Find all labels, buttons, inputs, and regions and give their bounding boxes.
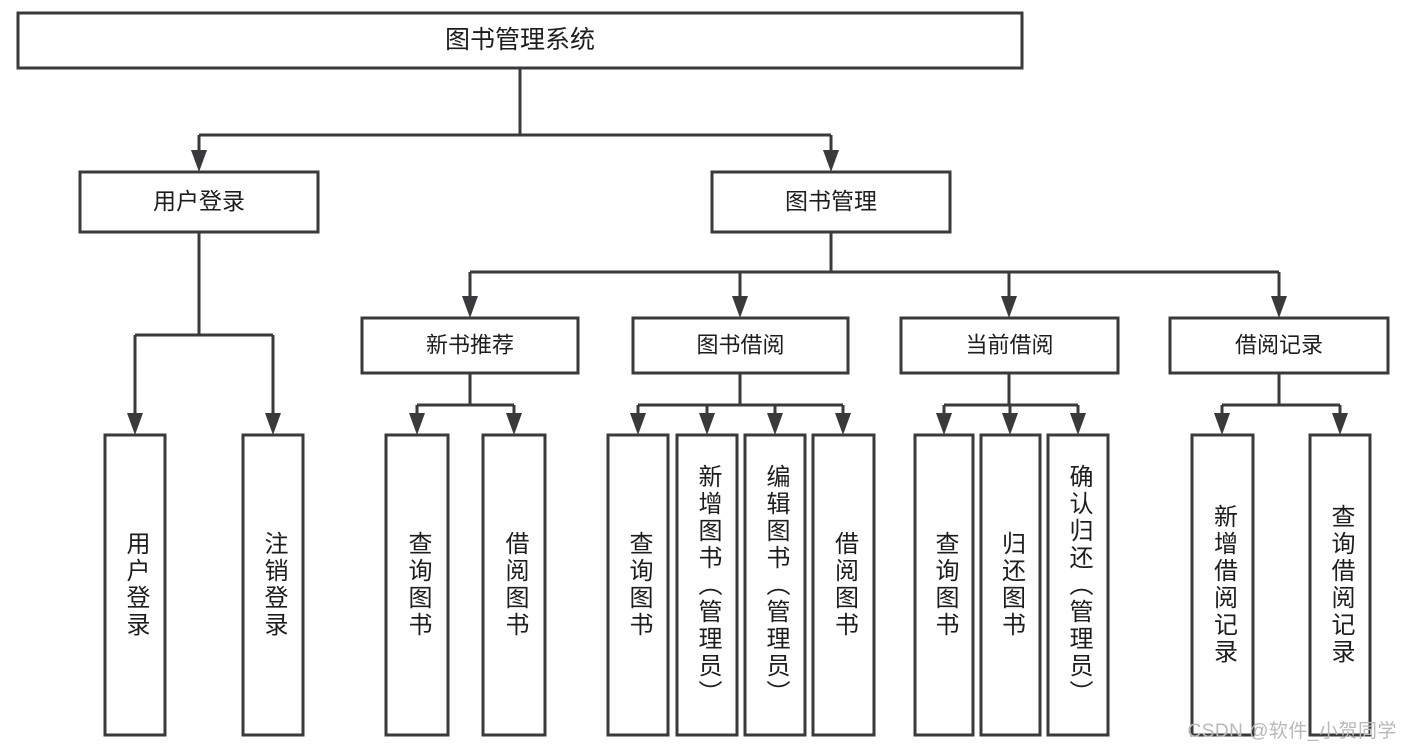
node-leaf-3[interactable] [481, 433, 547, 737]
node-root[interactable] [16, 11, 1024, 70]
node-leaf-0[interactable] [103, 433, 167, 737]
connector-layer [127, 68, 1348, 435]
node-label: 图书借阅 [696, 332, 784, 357]
node-leaf-4[interactable] [606, 433, 670, 737]
arrow-head-icon [1214, 413, 1230, 435]
node-level2-1[interactable] [710, 170, 952, 234]
arrow-head-icon [506, 413, 522, 435]
arrow-head-icon [767, 413, 783, 435]
box-layer [16, 11, 1390, 737]
arrow-head-icon [1002, 413, 1018, 435]
arrow-head-icon [835, 413, 851, 435]
node-label: 当前借阅 [965, 332, 1053, 357]
arrow-head-icon [1271, 296, 1287, 318]
node-leaf-10[interactable] [1046, 433, 1110, 737]
arrow-head-icon [265, 413, 281, 435]
arrow-head-icon [462, 296, 478, 318]
arrow-head-icon [1001, 296, 1017, 318]
node-leaf-5[interactable] [675, 433, 739, 737]
node-leaf-11[interactable] [1190, 433, 1255, 737]
node-label: 新书推荐 [426, 332, 514, 357]
node-level3-0[interactable] [360, 316, 580, 375]
node-label: 用户登录 [153, 188, 245, 214]
node-level3-2[interactable] [899, 316, 1120, 375]
node-leaf-8[interactable] [913, 433, 975, 737]
arrow-head-icon [936, 413, 952, 435]
watermark-text: CSDN @软件_小贺同学 [1187, 721, 1397, 742]
arrow-head-icon [1070, 413, 1086, 435]
arrow-head-icon [409, 413, 425, 435]
arrow-head-icon [732, 296, 748, 318]
node-level3-1[interactable] [631, 316, 850, 375]
arrow-head-icon [127, 413, 143, 435]
node-leaf-2[interactable] [384, 433, 450, 737]
arrow-head-icon [191, 150, 207, 172]
node-leaf-9[interactable] [979, 433, 1042, 737]
node-leaf-12[interactable] [1308, 433, 1372, 737]
arrow-head-icon [630, 413, 646, 435]
node-label: 图书管理 [785, 188, 877, 214]
node-leaf-1[interactable] [241, 433, 305, 737]
node-label: 图书管理系统 [445, 26, 595, 54]
node-level2-0[interactable] [78, 170, 320, 234]
arrow-head-icon [1332, 413, 1348, 435]
node-level3-3[interactable] [1168, 316, 1390, 375]
arrow-head-icon [823, 150, 839, 172]
arrow-head-icon [699, 413, 715, 435]
node-leaf-7[interactable] [811, 433, 876, 737]
node-leaf-6[interactable] [743, 433, 807, 737]
node-label: 借阅记录 [1235, 332, 1323, 357]
